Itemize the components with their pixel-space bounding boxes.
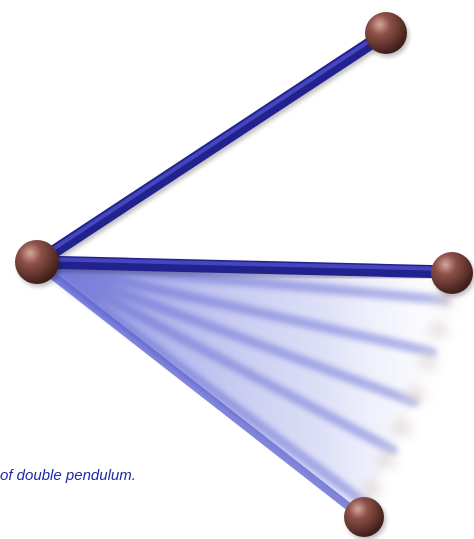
upper-arm-rod [38,30,386,262]
bottom-bob [344,497,384,537]
top-right-bob [365,12,407,54]
right-bob [431,252,473,294]
pivot-bob [15,240,59,284]
figure-caption: of double pendulum. [0,467,136,484]
